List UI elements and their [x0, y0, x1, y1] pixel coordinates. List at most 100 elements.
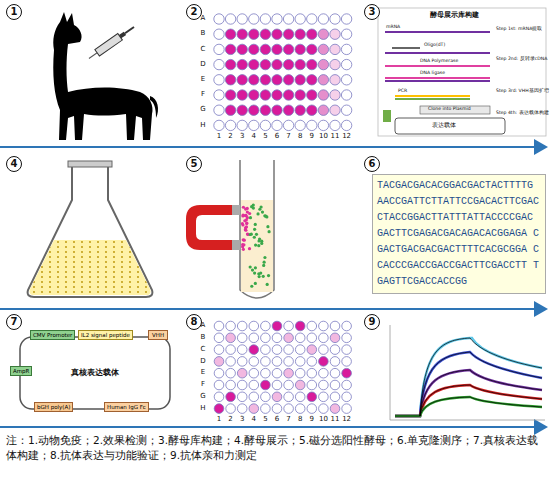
scheme-label: mRNA: [386, 24, 400, 29]
well: [330, 75, 340, 85]
well: [342, 321, 352, 331]
well: [283, 105, 293, 115]
well: [260, 120, 270, 130]
well: [272, 29, 282, 39]
yeast-cell: [244, 207, 247, 210]
well: [342, 368, 352, 378]
well: [330, 404, 340, 414]
well: [226, 404, 236, 414]
well: [237, 333, 247, 343]
well: [318, 90, 328, 100]
yeast-cell: [261, 210, 264, 213]
well: [307, 105, 317, 115]
yeast-cell: [254, 223, 257, 226]
well: [307, 59, 317, 69]
well: [225, 75, 235, 85]
well: [307, 75, 317, 85]
well: [214, 357, 224, 367]
well: [249, 380, 259, 390]
well: [249, 357, 259, 367]
well: [237, 404, 247, 414]
well: [225, 29, 235, 39]
yeast-cell: [258, 208, 261, 211]
well: [214, 368, 224, 378]
well: [318, 59, 328, 69]
column-number: 1: [217, 416, 221, 424]
well: [295, 29, 305, 39]
flow-arrow: [0, 426, 546, 428]
well: [237, 29, 247, 39]
scheme-label: Step 1st: mRNA提取: [496, 26, 542, 31]
column-number: 3: [240, 133, 244, 141]
well: [272, 105, 282, 115]
well: [237, 75, 247, 85]
column-number: 8: [298, 416, 302, 424]
yeast-cell: [250, 285, 253, 288]
yeast-cell: [258, 237, 261, 240]
well: [307, 44, 317, 54]
row-letter: B: [201, 30, 206, 38]
well: [284, 345, 294, 355]
well: [249, 333, 259, 343]
well: [330, 333, 340, 343]
row-letter: A: [201, 15, 206, 23]
well: [214, 345, 224, 355]
yeast-cell: [250, 233, 253, 236]
column-number: 3: [240, 416, 244, 424]
well: [214, 44, 224, 54]
node-text: AmpR: [13, 368, 29, 374]
column-number: 1: [217, 133, 221, 141]
well: [295, 321, 305, 331]
well: [260, 59, 270, 69]
well: [284, 404, 294, 414]
row-letter: C: [201, 46, 206, 54]
well: [283, 90, 293, 100]
callout-number: 5: [186, 156, 202, 172]
well: [226, 380, 236, 390]
column-number: 12: [342, 133, 351, 141]
column-number: 7: [286, 133, 290, 141]
well: [319, 404, 329, 414]
well: [214, 14, 224, 24]
well: [307, 404, 317, 414]
well: [272, 404, 282, 414]
well: [261, 333, 271, 343]
well: [260, 44, 270, 54]
callout-number: 9: [364, 314, 380, 330]
well: [225, 105, 235, 115]
well: [330, 368, 340, 378]
well: [249, 345, 259, 355]
row-letter: E: [201, 369, 205, 377]
column-number: 5: [263, 133, 267, 141]
yeast-cell: [254, 243, 257, 246]
column-number: 8: [298, 133, 302, 141]
column-number: 9: [310, 133, 314, 141]
column-number: 7: [286, 416, 290, 424]
yeast-cell: [242, 243, 245, 246]
well: [295, 105, 305, 115]
well: [249, 120, 259, 130]
column-number: 2: [228, 416, 232, 424]
well: [283, 44, 293, 54]
well: [214, 90, 224, 100]
well: [249, 44, 259, 54]
ampr-box: AmpR: [10, 366, 32, 376]
node-text: VHH: [152, 332, 164, 338]
well: [283, 75, 293, 85]
well: [342, 404, 352, 414]
row-letter: G: [200, 393, 205, 401]
well: [260, 14, 270, 24]
well: [283, 29, 293, 39]
alpaca-silhouette: [53, 12, 158, 140]
well: [319, 357, 329, 367]
well: [272, 14, 282, 24]
well: [295, 44, 305, 54]
node-text: IL2 signal peptide: [81, 332, 130, 338]
yeast-cell: [249, 265, 252, 268]
well: [341, 59, 351, 69]
well: [214, 75, 224, 85]
scheme-label: Oligo(dT): [424, 42, 445, 47]
yeast-cell: [253, 236, 256, 239]
well: [319, 333, 329, 343]
well: [225, 120, 235, 130]
